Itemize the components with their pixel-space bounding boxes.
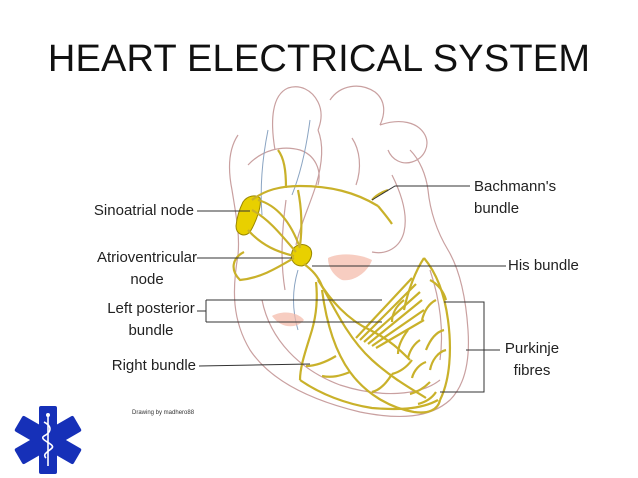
heart-outline — [228, 85, 470, 418]
leader-bachmann — [371, 185, 470, 201]
sinoatrial-node — [235, 195, 261, 236]
label-bachmann-line1: Bachmann's — [474, 178, 557, 195]
label-left-posterior: Left posterior bundle — [95, 300, 207, 340]
label-purkinje: Purkinje fibres — [496, 340, 568, 380]
label-left-posterior-line1: Left posterior — [107, 300, 195, 317]
leader-right-bundle — [198, 363, 311, 367]
drawing-credit: Drawing by madhero88 — [132, 410, 195, 416]
bachmann-bundle-path — [251, 184, 379, 207]
label-atrioventricular-line2: node — [130, 271, 164, 288]
label-sinoatrial-node: Sinoatrial node — [93, 202, 194, 219]
label-purkinje-line2: fibres — [513, 362, 551, 379]
label-bachmann-line2: bundle — [474, 200, 520, 217]
star-of-life-icon — [14, 406, 82, 474]
label-purkinje-line1: Purkinje — [504, 340, 560, 357]
atrioventricular-node — [291, 244, 313, 267]
label-atrioventricular: Atrioventricular node — [92, 249, 202, 289]
leader-left-posterior — [197, 299, 382, 323]
label-his-bundle: His bundle — [508, 257, 579, 274]
leader-lines — [197, 185, 506, 393]
label-right-bundle: Right bundle — [111, 357, 196, 374]
label-bachmann: Bachmann's bundle — [474, 178, 556, 218]
label-atrioventricular-line1: Atrioventricular — [96, 249, 198, 266]
chamber-highlights — [272, 254, 372, 327]
conduction-system — [232, 149, 452, 414]
slide-title: HEART ELECTRICAL SYSTEM — [47, 38, 591, 80]
label-left-posterior-line2: bundle — [128, 322, 174, 339]
leader-purkinje — [440, 301, 500, 393]
